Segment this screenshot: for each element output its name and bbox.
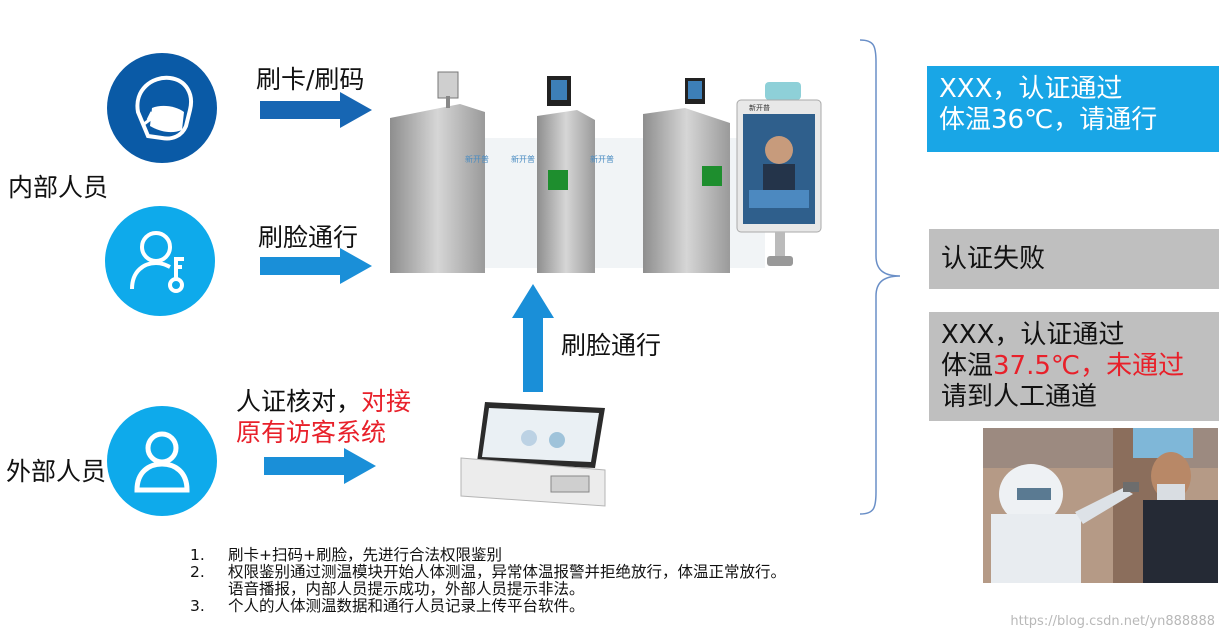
result-fail-text: 认证失败: [941, 243, 1046, 274]
id-verify-label: 人证核对，对接 原有访客系统: [236, 386, 411, 448]
note-item: 3. 个人的人体测温数据和通行人员记录上传平台软件。: [190, 598, 786, 615]
id-verify-text: 人证核对，: [236, 387, 362, 416]
grouping-brace: [859, 39, 901, 515]
brand-mark-3: 新开普: [590, 154, 614, 164]
person-key-icon: [105, 206, 215, 316]
face-pass-label-top: 刷脸通行: [258, 223, 359, 252]
result-temp-fail-box: XXX，认证通过 体温37.5℃，未通过 请到人工通道: [929, 312, 1219, 421]
result-temp-fail-prefix: 体温: [941, 351, 994, 381]
internal-staff-label: 内部人员: [8, 173, 109, 202]
result-fail-box: 认证失败: [929, 229, 1219, 289]
result-temp-fail-red: 37.5℃，未通过: [993, 351, 1185, 381]
note-item-continuation: 语音播报，内部人员提示成功，外部人员提示非法。: [190, 581, 786, 598]
brand-mark-2: 新开普: [511, 154, 535, 164]
id-verify-red-2: 原有访客系统: [236, 418, 387, 447]
note-number: 3.: [190, 597, 205, 615]
note-text: 权限鉴别通过测温模块开始人体测温，异常体温报警并拒绝放行，体温正常放行。: [228, 563, 787, 581]
arrow-up-face: [512, 284, 554, 392]
result-temp-fail-line3: 请到人工通道: [941, 382, 1098, 412]
note-text: 个人的人体测温数据和通行人员记录上传平台软件。: [228, 597, 585, 615]
note-text: 刷卡+扫码+刷脸，先进行合法权限鉴别: [228, 546, 502, 564]
note-item: 2. 权限鉴别通过测温模块开始人体测温，异常体温报警并拒绝放行，体温正常放行。: [190, 564, 786, 581]
result-pass-line1: XXX，认证通过: [939, 74, 1123, 104]
note-item: 1. 刷卡+扫码+刷脸，先进行合法权限鉴别: [190, 547, 786, 564]
visitor-kiosk: [460, 402, 606, 507]
note-number: 2.: [190, 563, 205, 581]
turnstile-gates: 新开普 新开普 新开普: [390, 71, 765, 273]
temperature-check-photo: [983, 428, 1218, 583]
result-temp-fail-line1: XXX，认证通过: [941, 320, 1125, 350]
brand-mark-1: 新开普: [465, 154, 489, 164]
arrow-right-card: [260, 92, 372, 128]
external-staff-label: 外部人员: [6, 457, 107, 486]
notes-list: 1. 刷卡+扫码+刷脸，先进行合法权限鉴别 2. 权限鉴别通过测温模块开始人体测…: [190, 547, 786, 615]
arrow-right-face: [260, 248, 372, 284]
face-terminal: 新开普: [736, 82, 822, 266]
arrow-right-visitor: [264, 448, 376, 484]
id-verify-red-1: 对接: [361, 387, 412, 416]
mask-icon: [107, 53, 217, 163]
note-number: 1.: [190, 546, 205, 564]
terminal-brand: 新开普: [749, 103, 770, 112]
note-text-continuation: 语音播报，内部人员提示成功，外部人员提示非法。: [228, 580, 585, 598]
face-pass-label-bottom: 刷脸通行: [561, 331, 662, 360]
result-pass-line2: 体温36℃，请通行: [939, 105, 1158, 135]
card-code-label: 刷卡/刷码: [256, 65, 365, 94]
visitor-icon: [107, 406, 217, 516]
result-pass-box: XXX，认证通过 体温36℃，请通行: [927, 66, 1219, 152]
watermark: https://blog.csdn.net/yn888888: [1010, 614, 1215, 629]
